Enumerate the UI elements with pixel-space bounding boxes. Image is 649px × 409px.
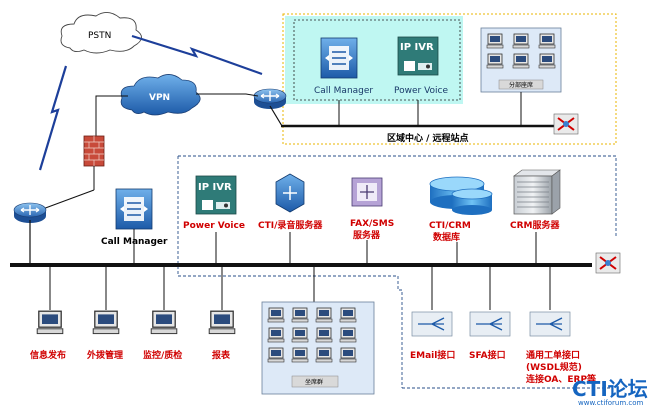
remote-power-voice-label: Power Voice (394, 86, 448, 96)
watermark-url: www.ctiforum.com (578, 399, 644, 407)
crm-server-icon (513, 169, 561, 215)
hq-call-manager-icon (115, 188, 153, 230)
vpn-cloud (120, 74, 201, 116)
fax-sms-label-line2: 服务器 (353, 229, 381, 241)
cti-crm-db-label-line1: CTI/CRM (429, 221, 471, 231)
pstn-label: PSTN (88, 31, 111, 41)
hq-switch-icon (595, 252, 621, 274)
terminal-label-0: 信息发布 (30, 349, 66, 361)
crm-server-label: CRM服务器 (510, 219, 560, 231)
cti-crm-database-icon (429, 176, 493, 215)
remote-server-box (293, 19, 461, 101)
biz-connector-icon (529, 311, 571, 337)
sfa-connector-icon (469, 311, 511, 337)
biz-label-line3: 连接OA、ERP等 (526, 373, 596, 385)
cti-server-icon (275, 173, 305, 213)
email-label: EMail接口 (410, 349, 455, 361)
region-label: 区域中心 / 远程站点 (387, 132, 469, 144)
remote-ivr-label: IP IVR (400, 42, 434, 53)
branch-seats-label: 分部座席 (509, 81, 533, 89)
terminal-label-3: 报表 (212, 349, 231, 361)
remote-switch-icon (553, 113, 579, 135)
fax-sms-label-line1: FAX/SMS (350, 219, 394, 229)
pstn-hq-link-icon (38, 65, 68, 171)
terminal-pc-icons (36, 310, 236, 335)
terminal-label-1: 外拨管理 (86, 349, 123, 361)
terminal-label-2: 监控/质检 (143, 349, 182, 361)
fax-sms-server-icon (351, 177, 383, 207)
hq-ivr-label: IP IVR (198, 182, 232, 193)
hq-server-region (178, 155, 617, 236)
hq-firewall-icon (83, 135, 105, 167)
remote-call-manager-icon (320, 37, 358, 79)
email-connector-icon (411, 311, 453, 337)
cti-crm-db-label-line2: 数据库 (433, 231, 460, 243)
pstn-remote-link-icon (131, 34, 263, 76)
hq-call-manager-label: Call Manager (101, 237, 168, 247)
biz-label-line1: 通用工单接口 (526, 349, 580, 361)
seat-group-label: 坐席群 (305, 378, 323, 386)
vpn-label: VPN (149, 93, 170, 103)
pstn-cloud (60, 12, 142, 54)
remote-call-manager-label: Call Manager (314, 86, 373, 96)
cti-server-label: CTI/录音服务器 (258, 219, 323, 231)
biz-label-line2: (WSDL规范) (526, 361, 582, 373)
hq-power-voice-label: Power Voice (183, 221, 245, 231)
watermark-logo: CTI论坛 (572, 377, 648, 401)
sfa-label: SFA接口 (469, 349, 506, 361)
